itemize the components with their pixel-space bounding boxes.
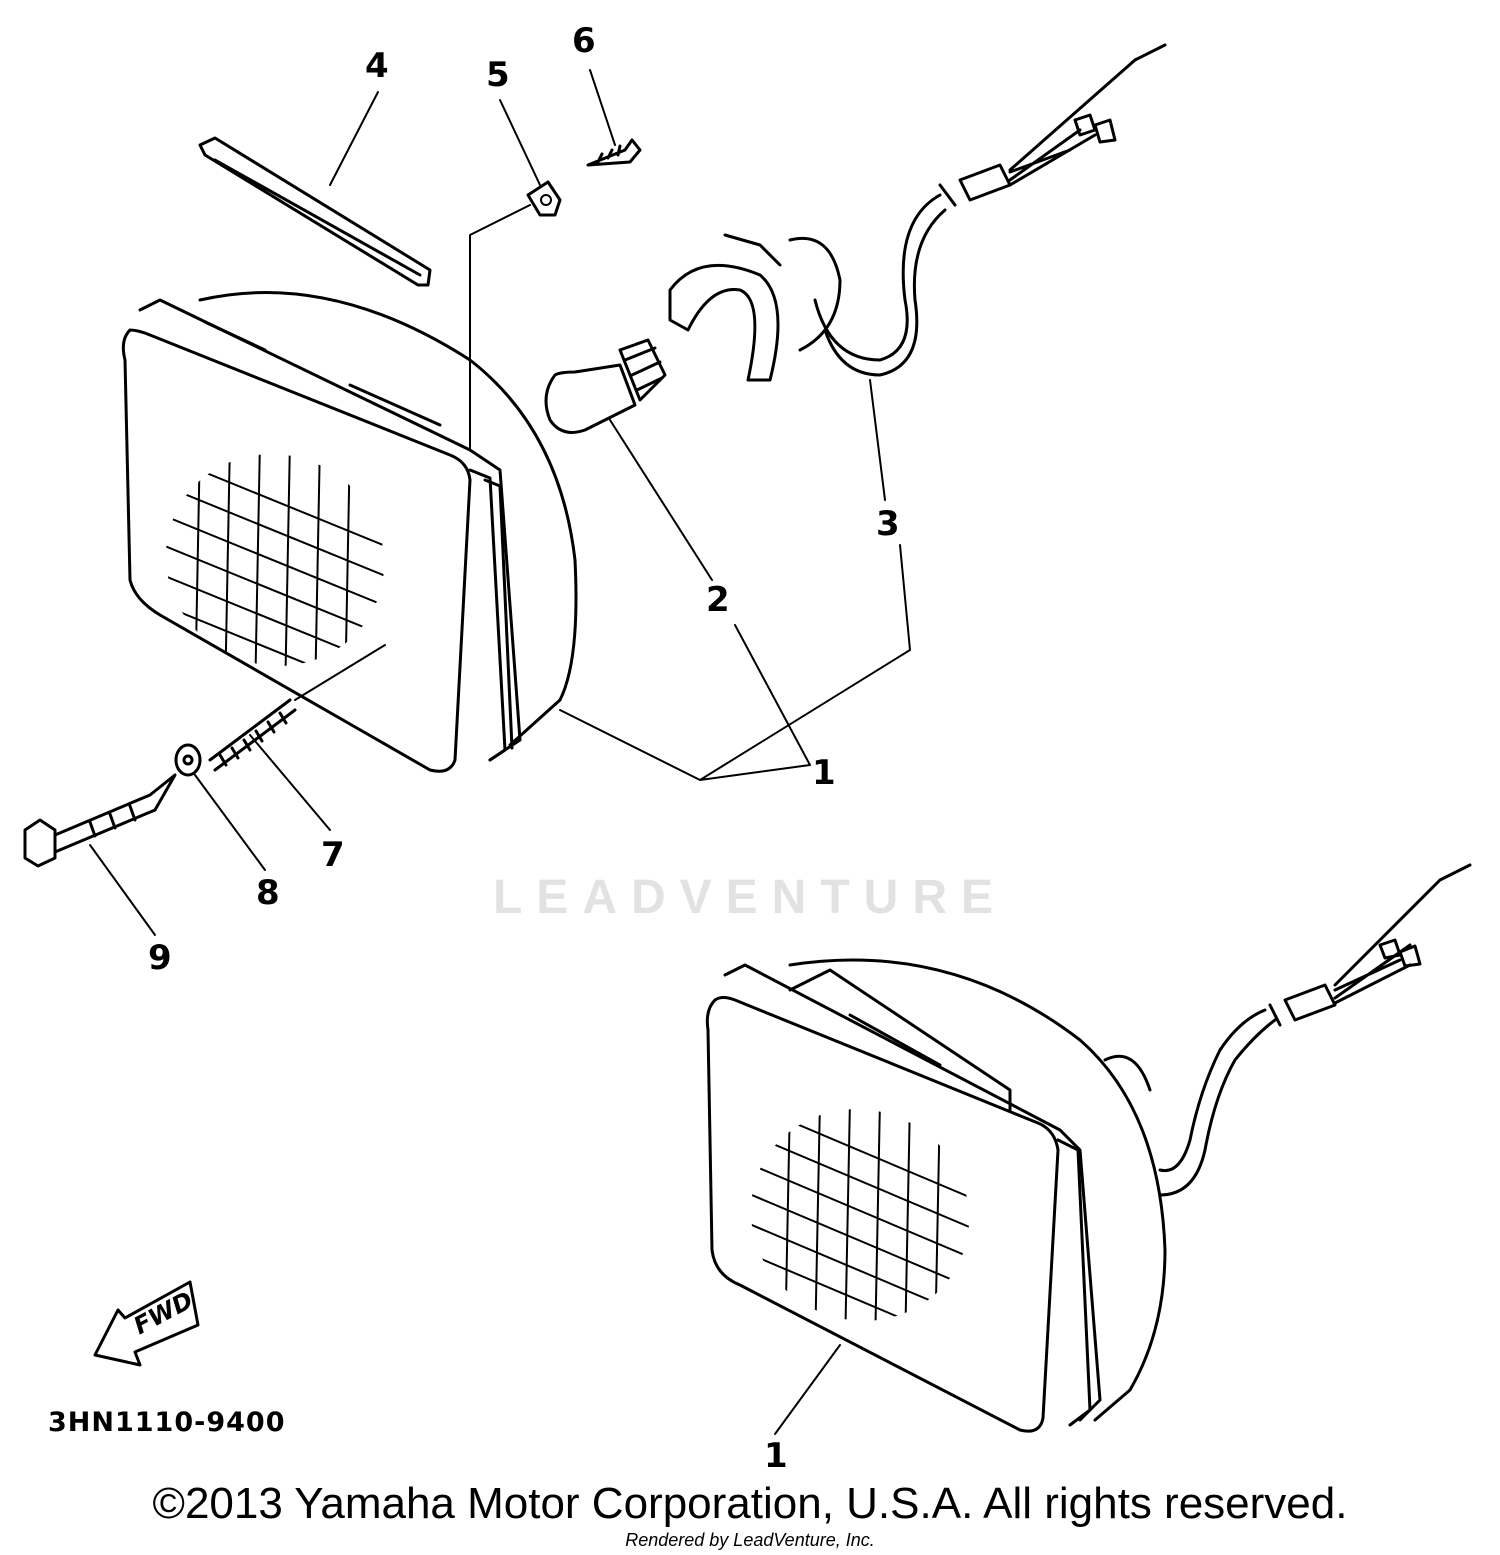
callout-9: 9 [148,938,172,978]
watermark: LEADVENTURE [492,871,1008,924]
fwd-arrow-icon [93,1280,200,1367]
guide-line [294,204,531,701]
leader-lines [89,69,911,1435]
part-2-bulb [544,338,667,434]
part-3-socket-cable [668,43,1167,382]
part-8-washer [174,743,202,777]
part-5-nut [526,180,562,217]
callout-8: 8 [256,873,280,913]
callout-5: 5 [486,55,510,95]
callout-1-upper: 1 [812,753,836,793]
lens-pattern [739,1099,1001,1357]
diagram-code: 3HN1110-9400 [48,1407,286,1438]
callout-2: 2 [706,580,730,620]
callout-4: 4 [365,46,389,86]
part-9-bolt [23,773,177,868]
rendered-by: Rendered by LeadVenture, Inc. [625,1530,875,1550]
headlamp-assembly-upper [121,291,578,773]
part-4-rim [198,136,432,287]
callout-3: 3 [876,504,900,544]
callout-6: 6 [572,21,596,61]
lens-pattern [149,439,420,702]
part-7-spring [208,698,297,772]
part-6-screw [586,138,642,167]
headlamp-assembly-lower [705,863,1472,1433]
copyright: ©2013 Yamaha Motor Corporation, U.S.A. A… [152,1479,1348,1528]
callout-1-lower: 1 [764,1436,788,1476]
callout-7: 7 [321,835,345,875]
